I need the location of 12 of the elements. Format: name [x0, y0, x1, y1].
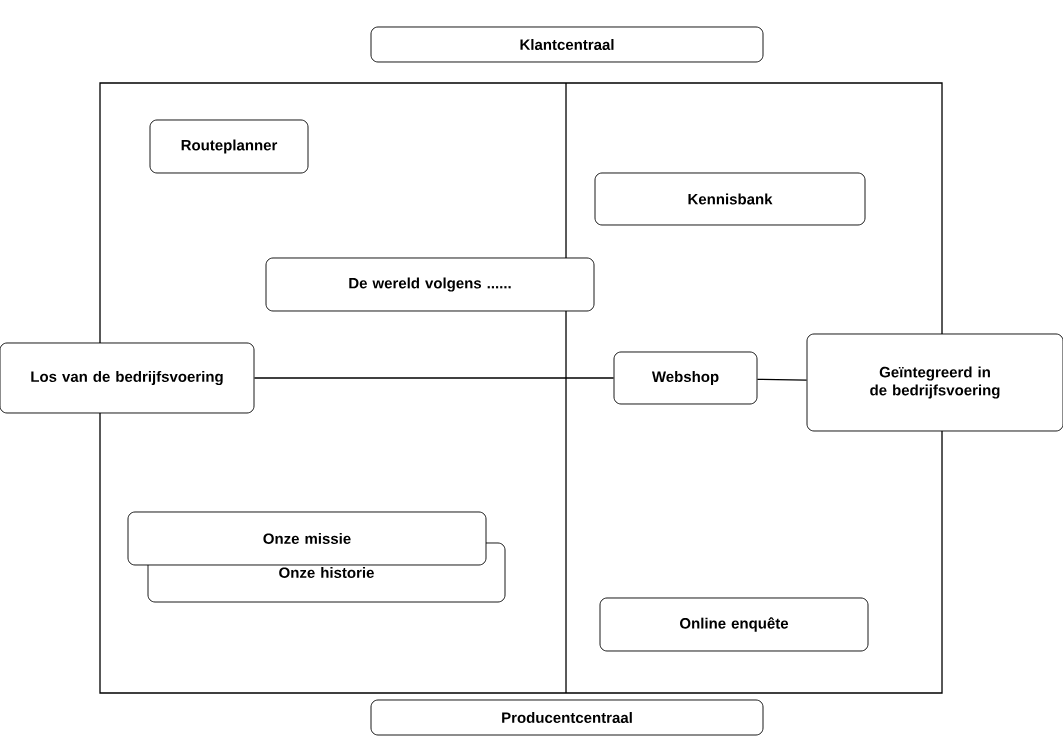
connector-line: [253, 377, 615, 379]
label-box: Kennisbank: [594, 172, 866, 226]
label-box: Producentcentraal: [370, 699, 764, 736]
label-box: Klantcentraal: [370, 26, 764, 63]
label-box: De wereld volgens ......: [265, 257, 595, 312]
connector-line: [756, 378, 808, 381]
label-box: Routeplanner: [149, 119, 309, 174]
label-box: Los van de bedrijfsvoering: [0, 342, 255, 414]
label-box: Geïntegreerd in de bedrijfsvoering: [806, 333, 1063, 432]
label-box: Onze missie: [127, 511, 487, 566]
label-box: Online enquête: [599, 597, 869, 652]
label-box: Webshop: [613, 351, 758, 405]
